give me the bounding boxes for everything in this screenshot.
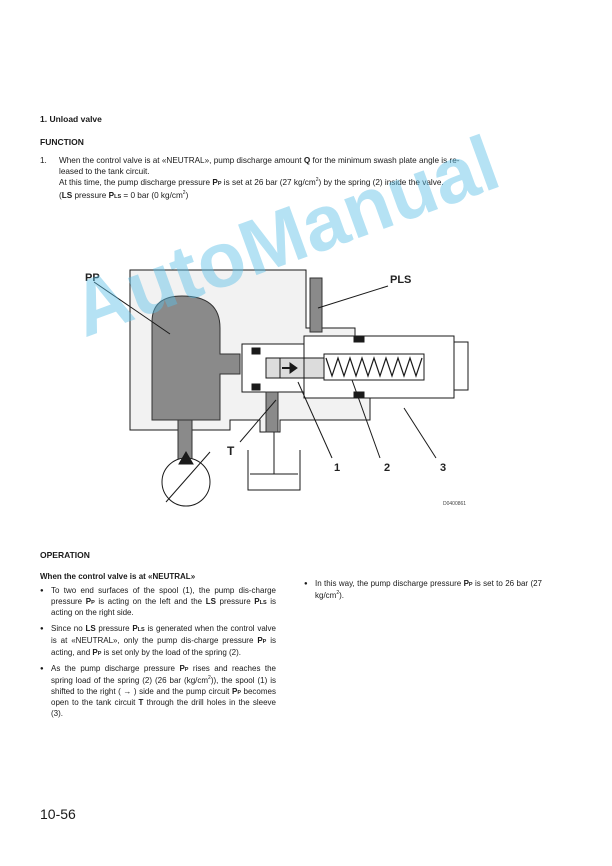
figure-code: D0400861 [443, 501, 467, 507]
list-item: To two end surfaces of the spool (1), th… [40, 586, 276, 619]
list-item: In this way, the pump discharge pressure… [304, 579, 542, 601]
callout-3: 3 [440, 462, 447, 474]
function-line-4: (LS pressure PLS = 0 bar (0 kg/cm2) [59, 190, 189, 201]
callout-2: 2 [384, 462, 391, 474]
function-text: 1. When the control valve is at «NEUTRAL… [40, 155, 560, 203]
item-number: 1. [40, 156, 47, 165]
list-item: Since no LS pressure PLS is generated wh… [40, 624, 276, 659]
section-title: 1. Unload valve [40, 114, 102, 124]
label-pp: PP [85, 272, 100, 284]
function-heading: FUNCTION [40, 137, 84, 147]
operation-list-left: To two end surfaces of the spool (1), th… [40, 586, 276, 725]
unload-valve-diagram [93, 269, 469, 507]
label-pls: PLS [390, 274, 412, 286]
operation-heading: OPERATION [40, 550, 90, 560]
callout-1: 1 [334, 462, 341, 474]
page-number: 10-56 [40, 806, 76, 822]
operation-list-right: In this way, the pump discharge pressure… [304, 579, 542, 606]
operation-subheading: When the control valve is at «NEUTRAL» [40, 572, 196, 581]
label-t: T [227, 444, 235, 458]
function-line-2: leased to the tank circuit. [59, 167, 150, 176]
function-line-3: At this time, the pump discharge pressur… [59, 177, 444, 188]
function-line-1: When the control valve is at «NEUTRAL», … [59, 156, 460, 165]
list-item: As the pump discharge pressure PP rises … [40, 664, 276, 720]
